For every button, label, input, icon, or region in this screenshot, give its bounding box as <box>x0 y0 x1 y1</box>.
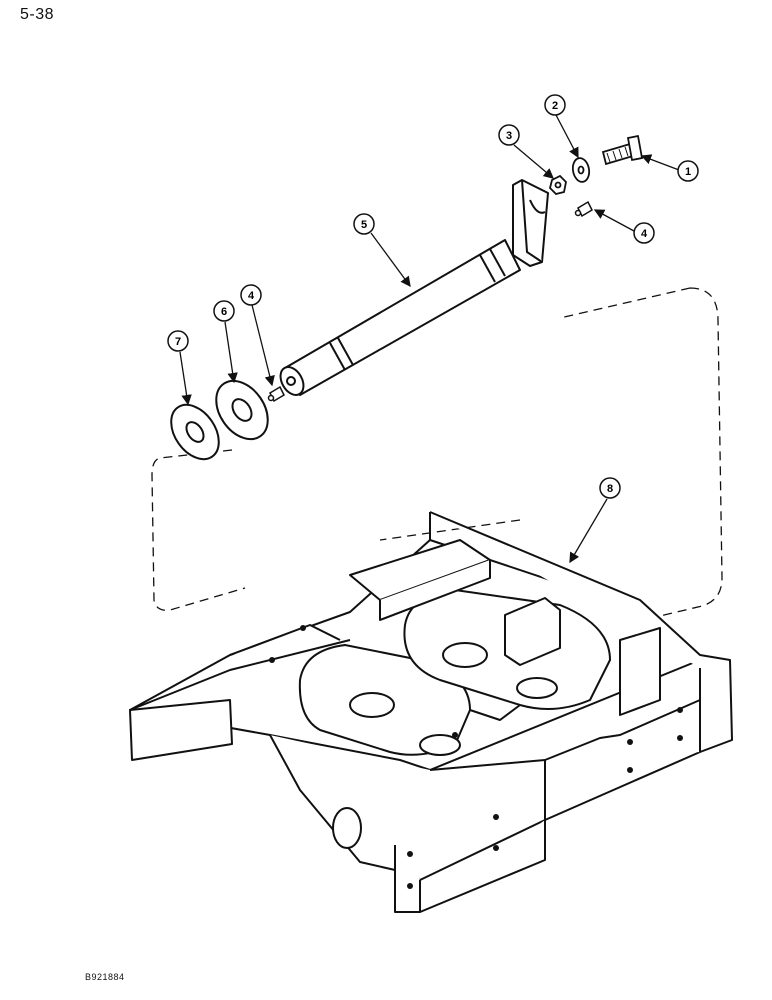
axle-support-casting-icon <box>129 511 733 913</box>
callout-2-label: 2 <box>552 100 558 112</box>
dashed-assembly-outline <box>151 287 723 617</box>
thrust-washer-icon <box>215 379 269 441</box>
callout-7-label: 7 <box>175 336 181 348</box>
callout-4-right-label: 4 <box>641 228 648 240</box>
callout-4-right: 4 <box>633 222 655 244</box>
callout-4-left: 4 <box>240 284 262 306</box>
callout-3-label: 3 <box>506 130 512 142</box>
callout-8-label: 8 <box>607 483 613 495</box>
bolt-icon <box>601 134 644 166</box>
callout-8: 8 <box>599 477 621 499</box>
callout-4-left-label: 4 <box>248 290 255 302</box>
leader-lines <box>179 114 680 564</box>
callout-3: 3 <box>498 124 520 146</box>
page-number: 5-38 <box>20 6 55 23</box>
thrust-washer-icon <box>170 403 220 461</box>
callout-1-label: 1 <box>685 166 691 178</box>
callout-5-label: 5 <box>361 219 367 231</box>
callout-6-label: 6 <box>221 306 227 318</box>
callout-6: 6 <box>213 300 235 322</box>
callout-1: 1 <box>677 160 699 182</box>
washer-icon <box>571 157 591 183</box>
grease-fitting-icon <box>267 385 285 403</box>
nut-icon <box>549 174 567 195</box>
grease-fitting-icon <box>574 200 593 218</box>
pivot-shaft-icon <box>279 179 549 396</box>
callout-2: 2 <box>544 94 566 116</box>
callout-5: 5 <box>353 213 375 235</box>
callout-7: 7 <box>167 330 189 352</box>
figure-code: B921884 <box>85 972 125 982</box>
